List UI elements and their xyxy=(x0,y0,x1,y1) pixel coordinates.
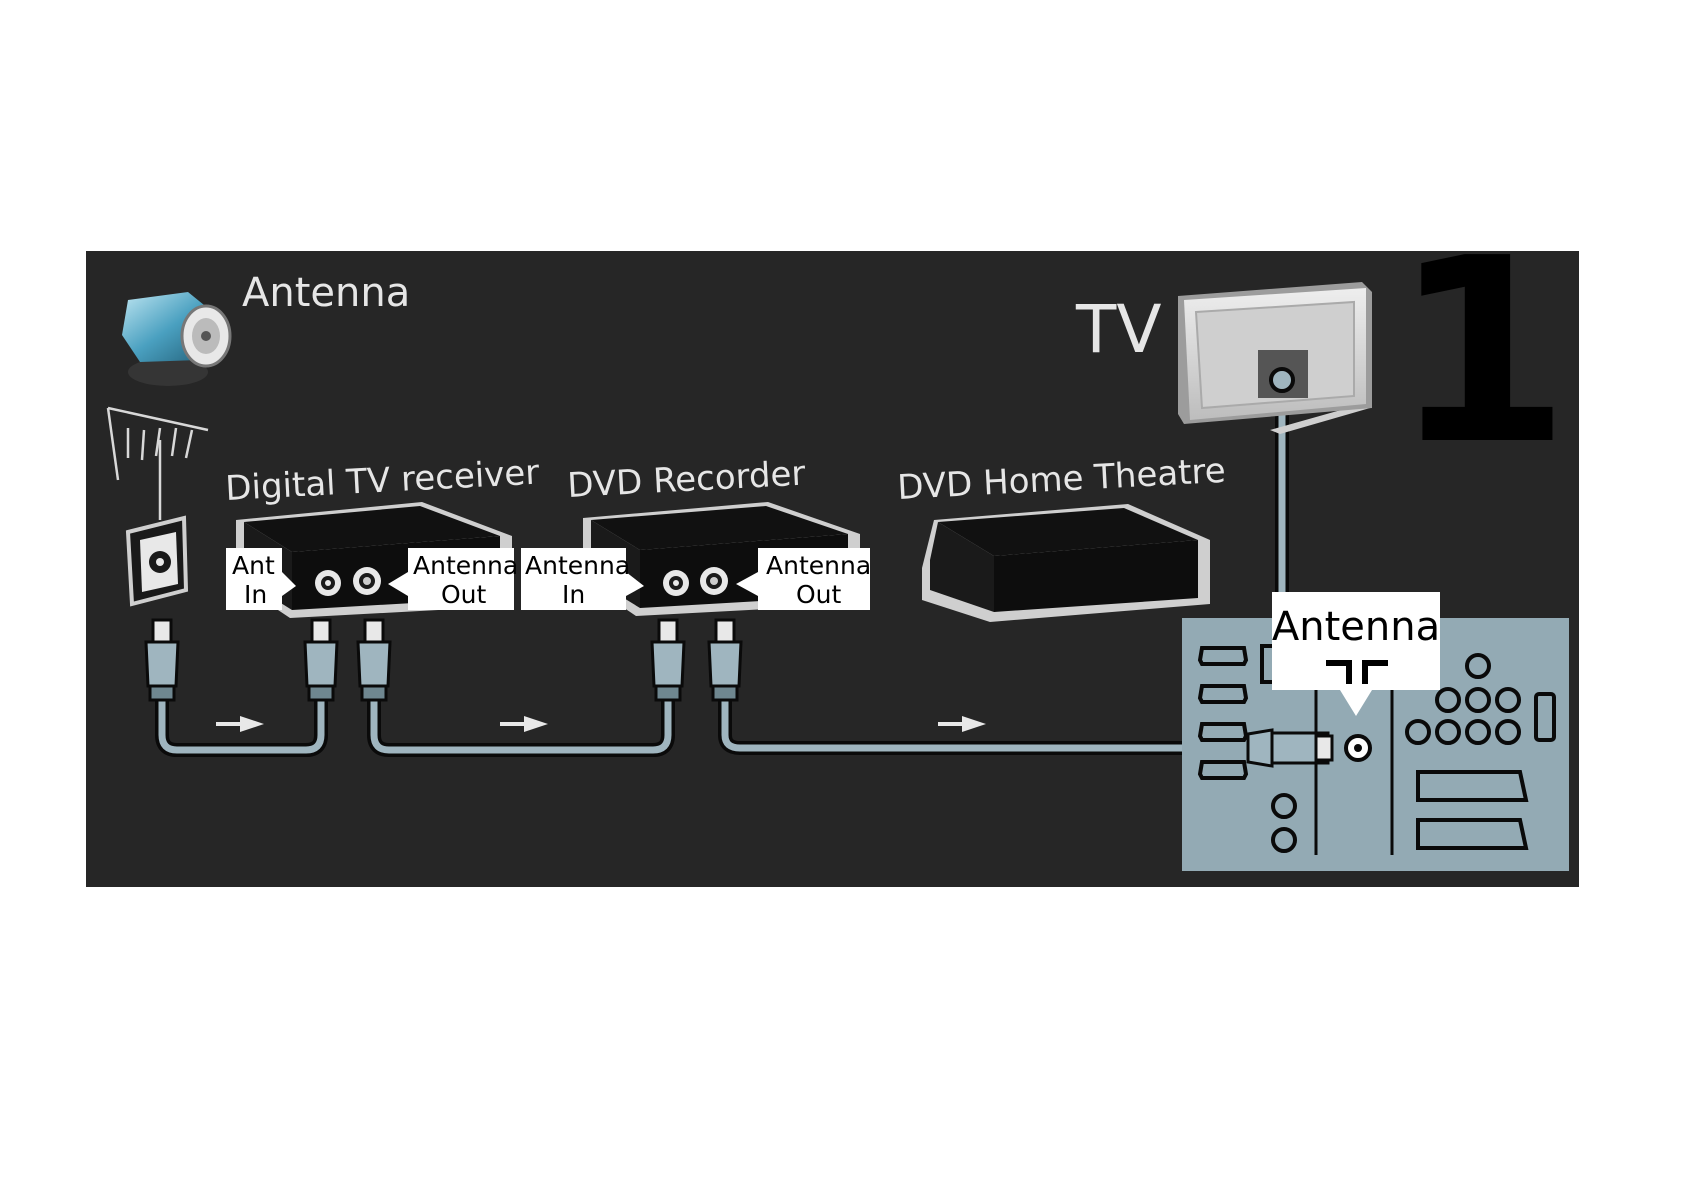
plug-tv xyxy=(1246,728,1334,768)
coax-plug-icon xyxy=(122,292,232,386)
hdmi-port-icon xyxy=(1197,684,1249,704)
arrow-right-icon-3 xyxy=(938,716,986,732)
receiver-in-label-line2: In xyxy=(244,580,267,609)
antenna-mast-icon xyxy=(106,406,209,520)
scart-port-icon xyxy=(1416,818,1529,850)
plug-wall xyxy=(144,618,180,702)
receiver-jack-in xyxy=(315,570,341,596)
recorder-antenna-out-callout: Antenna Out xyxy=(736,548,871,610)
hdmi-port-icon xyxy=(1197,722,1249,742)
recorder-out-label-line1: Antenna xyxy=(766,551,871,580)
receiver-antenna-out-callout: Antenna Out xyxy=(388,548,518,610)
receiver-ant-in-callout: Ant In xyxy=(226,548,296,610)
tv-antenna-label: Antenna xyxy=(1272,604,1440,650)
recorder-in-label-line1: Antenna xyxy=(525,551,630,580)
receiver-jack-out xyxy=(353,567,381,595)
hdmi-port-icon xyxy=(1197,646,1249,666)
recorder-in-label-line2: In xyxy=(562,580,585,609)
cable-plugs xyxy=(144,618,743,702)
recorder-jack-in xyxy=(663,570,689,596)
tv-antenna-port xyxy=(1344,734,1372,762)
arrow-right-icon-2 xyxy=(500,716,548,732)
receiver-out-label-line1: Antenna xyxy=(413,551,518,580)
antenna-title: Antenna xyxy=(242,270,410,316)
plug-recorder-in xyxy=(650,618,686,702)
recorder-antenna-in-callout: Antenna In xyxy=(521,548,644,610)
antenna-symbol-icon xyxy=(1326,660,1388,684)
plug-receiver-out xyxy=(356,618,392,702)
hdmi-port-icon xyxy=(1197,760,1249,780)
dvd-home-theatre-box xyxy=(922,504,1210,622)
wall-socket-icon xyxy=(125,515,189,607)
arrow-right-icon-1 xyxy=(216,716,264,732)
recorder-out-label-line2: Out xyxy=(796,580,842,609)
tv-icon xyxy=(1178,282,1372,434)
plug-recorder-out xyxy=(707,618,743,702)
scart-port-icon xyxy=(1416,770,1529,802)
tv-title: TV xyxy=(1075,291,1161,368)
plug-receiver-in xyxy=(303,618,339,702)
recorder-jack-out xyxy=(700,567,728,595)
coax-cables xyxy=(155,373,1289,757)
tv-antenna-callout: Antenna xyxy=(1272,592,1440,716)
signal-arrows xyxy=(216,716,986,732)
receiver-out-label-line2: Out xyxy=(441,580,487,609)
receiver-in-label-line1: Ant xyxy=(232,551,275,580)
page-number: 1 xyxy=(1393,204,1570,501)
